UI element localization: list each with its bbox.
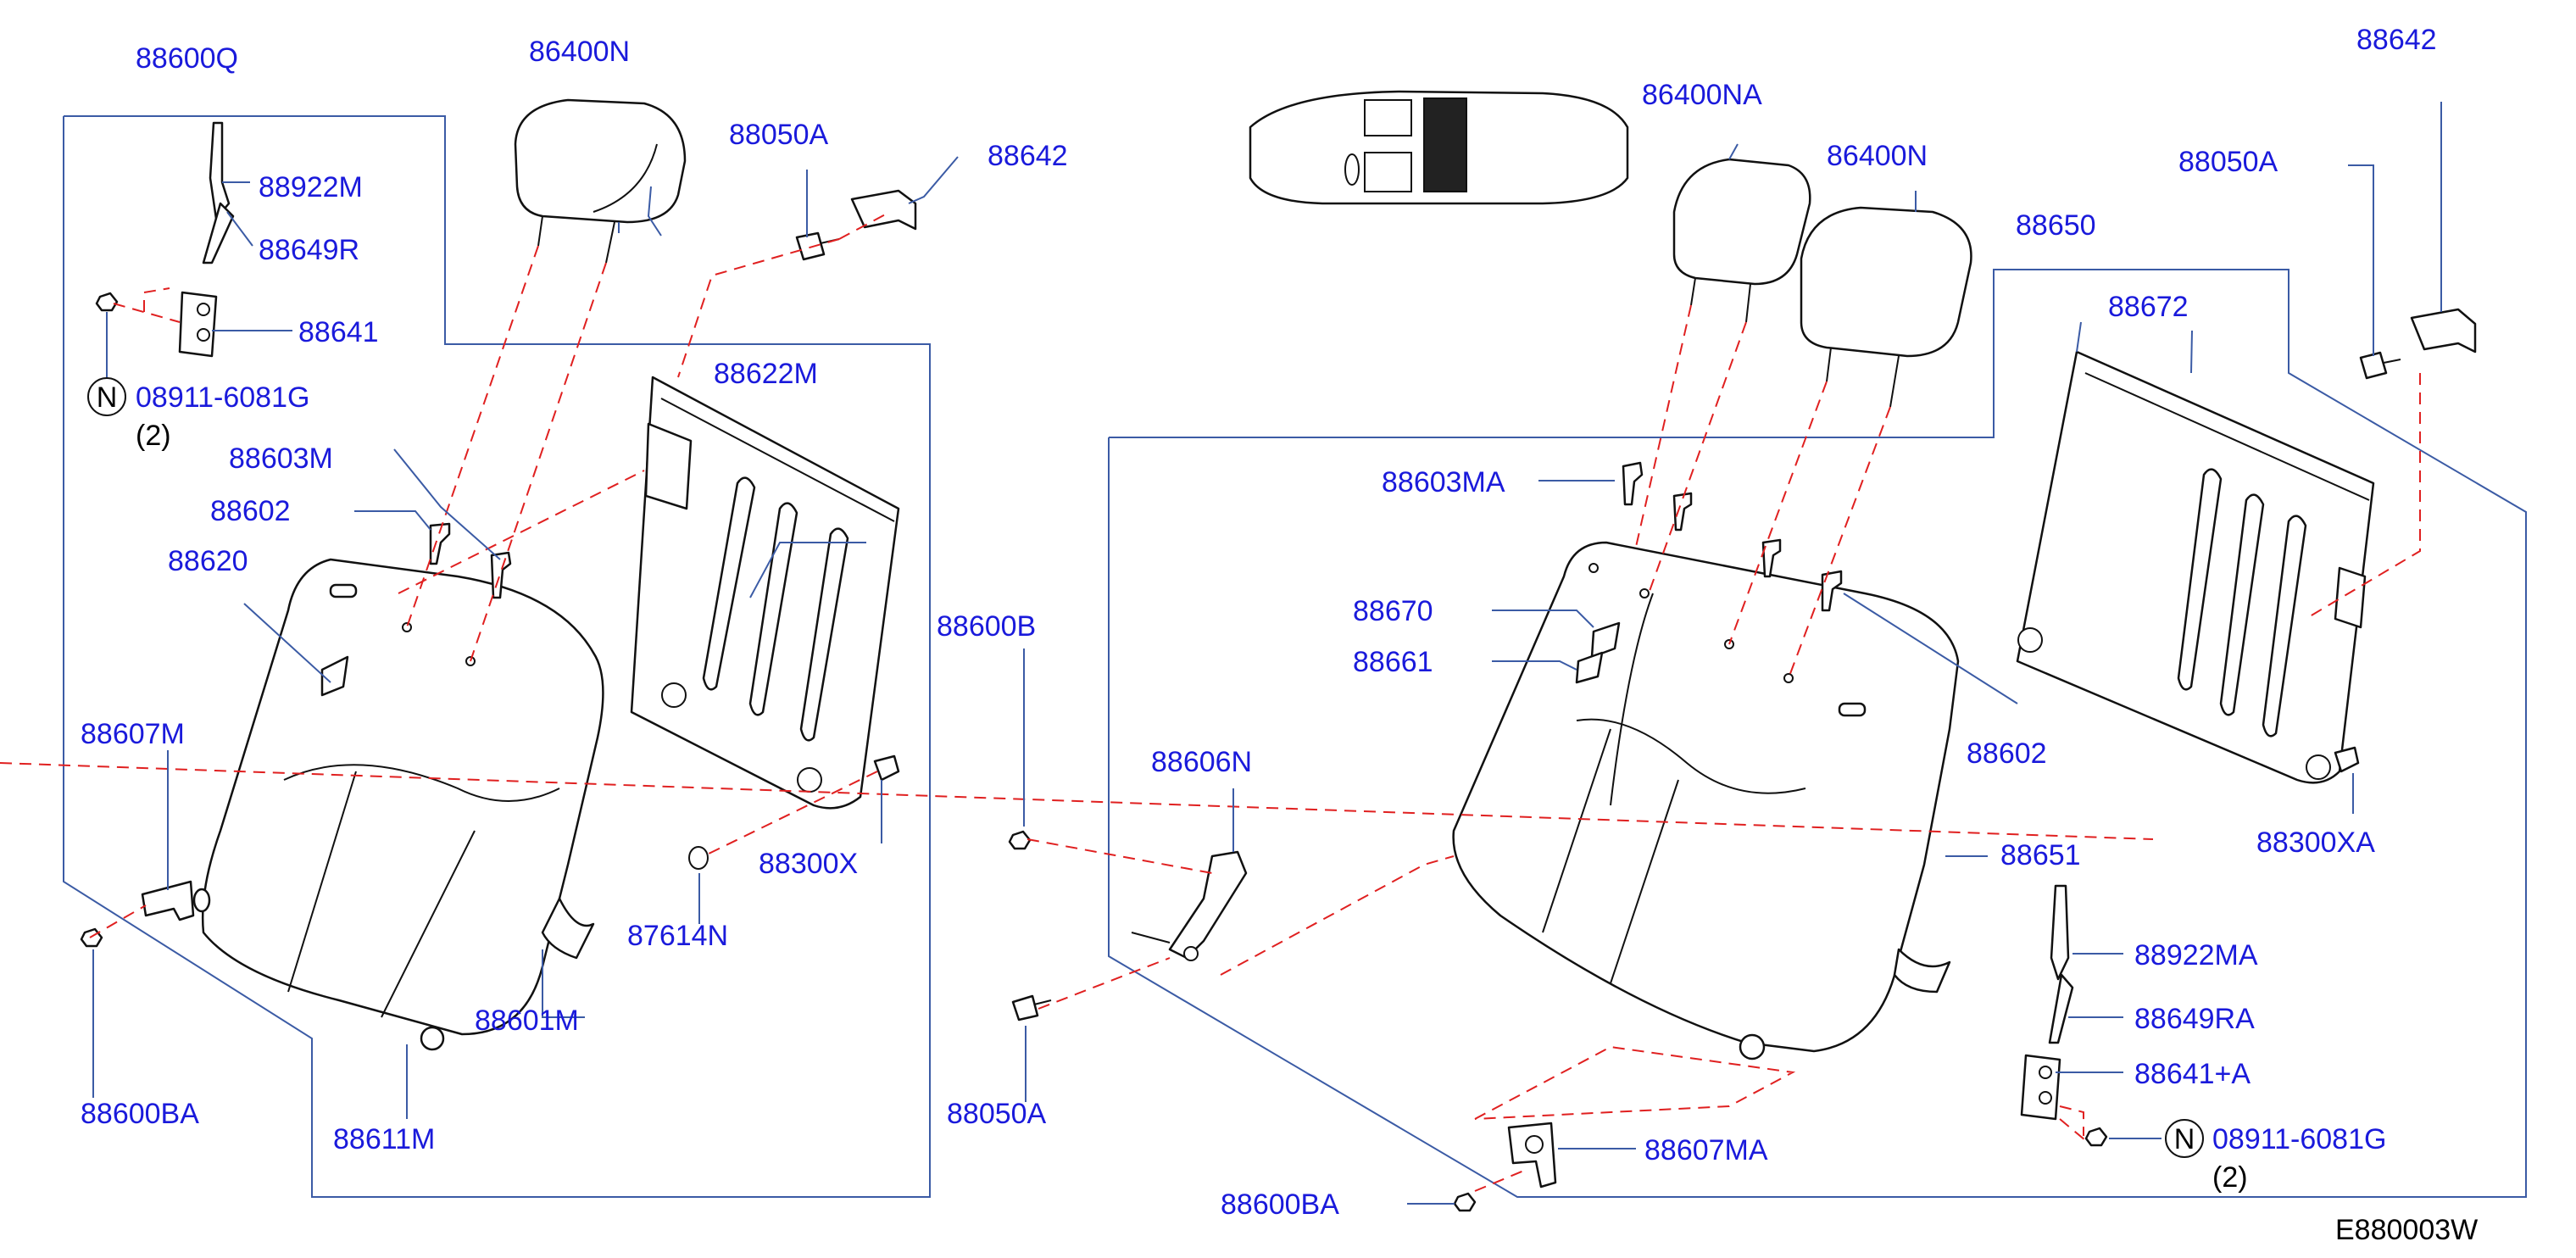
label-88651: 88651	[2000, 839, 2081, 871]
label-88611M: 88611M	[333, 1123, 435, 1155]
pin-88602-left	[429, 522, 451, 565]
left-assembly-frame	[63, 115, 931, 1198]
nut-88600BA-right	[1453, 1192, 1477, 1212]
label-88672: 88672	[2108, 291, 2189, 323]
label-88050A-mid: 88050A	[947, 1098, 1047, 1130]
belt-guide-left	[178, 121, 235, 358]
diagram-code: E880003W	[2335, 1214, 2478, 1246]
label-88641: 88641	[298, 316, 379, 348]
label-88603M: 88603M	[229, 443, 333, 475]
label-88600BA-left: 88600BA	[81, 1098, 199, 1130]
label-88603MA: 88603MA	[1382, 466, 1505, 498]
bolt-88050A-top	[795, 231, 840, 261]
label-88642-right: 88642	[2356, 24, 2437, 56]
label-88661: 88661	[1353, 646, 1433, 678]
label-86400N-left: 86400N	[529, 36, 630, 68]
seatback-right	[1452, 541, 1960, 1060]
label-88649R: 88649R	[259, 234, 359, 266]
label-88622M: 88622M	[714, 358, 818, 390]
nut-left-top	[95, 292, 119, 312]
nut-symbol-left-text: N	[97, 381, 118, 414]
washer-87614N	[688, 846, 709, 870]
pin-88602-right	[1821, 570, 1843, 612]
pin-88603MA	[1622, 461, 1644, 506]
label-88922MA: 88922MA	[2134, 939, 2258, 971]
label-86400NA: 86400NA	[1642, 79, 1762, 111]
label-88620: 88620	[168, 545, 248, 577]
label-88600B: 88600B	[937, 610, 1036, 643]
nut-88600B	[1008, 830, 1032, 850]
nut-symbol-left: N	[87, 377, 126, 416]
label-88922M: 88922M	[259, 171, 363, 203]
label-88606N: 88606N	[1151, 746, 1252, 778]
clip-88300X	[873, 754, 900, 782]
label-88607M: 88607M	[81, 718, 185, 750]
label-88600Q: 88600Q	[136, 42, 238, 75]
seatback-panel-left	[630, 376, 900, 810]
seatback-panel-right	[2016, 350, 2375, 784]
headrest-86400N-right	[1800, 206, 1972, 408]
label-08911-6081G-left: 08911-6081G	[136, 381, 309, 414]
nut-right-bottom	[2084, 1127, 2108, 1147]
label-88050A-right: 88050A	[2178, 146, 2278, 178]
label-88300XA: 88300XA	[2256, 827, 2375, 859]
label-88602-right: 88602	[1967, 738, 2047, 770]
right-assembly-frame	[1108, 269, 2527, 1198]
label-88641A: 88641+A	[2134, 1058, 2251, 1090]
label-87614N: 87614N	[627, 920, 728, 952]
bracket-88642-right	[2410, 308, 2477, 353]
bolt-88050A-mid	[1011, 994, 1052, 1021]
bracket-88607MA	[1507, 1122, 1557, 1188]
assembly-dashed-lines	[0, 211, 2421, 1192]
label-88602-left: 88602	[210, 495, 291, 527]
vehicle-locator-icon	[1249, 90, 1629, 205]
nut-symbol-right-text: N	[2174, 1123, 2195, 1155]
hinge-88606N	[1131, 850, 1248, 961]
label-88649RA: 88649RA	[2134, 1003, 2255, 1035]
label-08911-6081G-right: 08911-6081G	[2212, 1123, 2386, 1155]
bracket-88642-left	[850, 189, 917, 231]
label-88601M: 88601M	[475, 1005, 579, 1037]
bolt-88050A-right	[2359, 351, 2401, 380]
label-88050A-top: 88050A	[729, 119, 829, 151]
headrest-86400NA	[1672, 158, 1811, 323]
nut-symbol-right: N	[2165, 1119, 2204, 1158]
bracket-88607M	[141, 880, 211, 921]
label-qty-right: (2)	[2212, 1161, 2248, 1194]
label-88300X: 88300X	[759, 848, 858, 880]
label-86400N-right: 86400N	[1827, 140, 1928, 172]
label-88650: 88650	[2016, 209, 2096, 242]
headrest-left	[514, 98, 687, 264]
label-88670: 88670	[1353, 595, 1433, 627]
label-88600BA-right: 88600BA	[1221, 1188, 1339, 1221]
belt-guide-right	[2020, 884, 2074, 1121]
leader-lines	[92, 102, 2442, 1205]
label-88607MA: 88607MA	[1644, 1134, 1768, 1166]
pin-right-a	[1672, 492, 1693, 532]
label-qty-left: (2)	[136, 420, 171, 452]
clip-88300XA	[2334, 746, 2360, 773]
label-88642-left: 88642	[988, 140, 1068, 172]
pin-right-b	[1761, 538, 1782, 578]
